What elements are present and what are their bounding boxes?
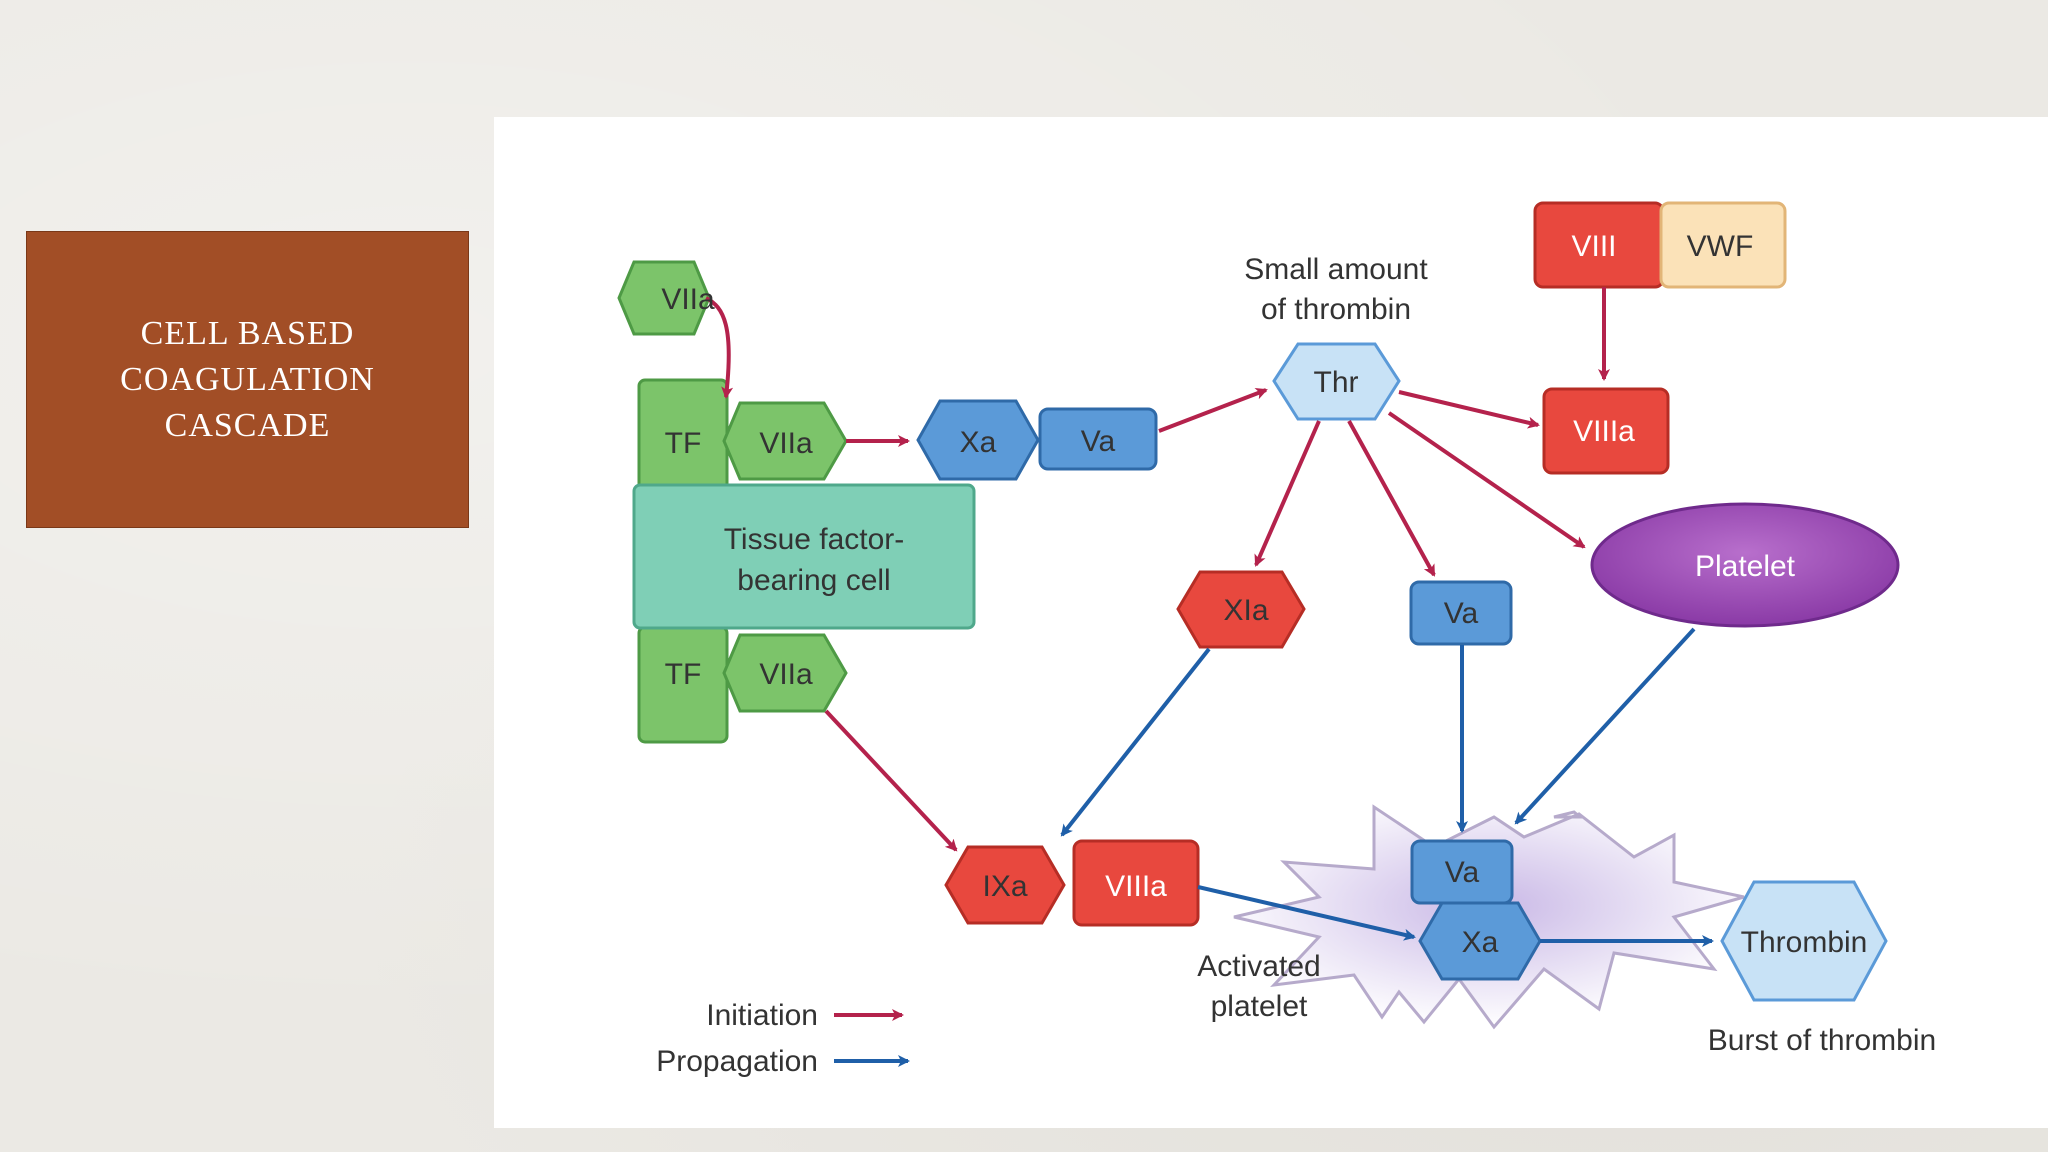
ixa-label: IXa: [982, 870, 1027, 903]
cell-label-line2: bearing cell: [737, 564, 890, 597]
arrow-thr-to-viiia: [1398, 390, 1540, 429]
coagulation-diagram: VIIa TF VIIa Xa Va Tissue factor- bearin…: [617, 201, 1936, 1078]
legend-propagation-label: Propagation: [656, 1045, 818, 1078]
arrow-viia-to-ixa: [824, 709, 958, 852]
arrow-viia-to-cell: [705, 296, 734, 399]
viiia-bottom-box: [1072, 839, 1200, 927]
viia-cell-top-label: VIIa: [759, 427, 813, 460]
slide-title: CELL BASED COAGULATION CASCADE: [120, 314, 375, 444]
thrombin-label: Thrombin: [1741, 926, 1868, 959]
activated-platelet-line1: Activated: [1197, 950, 1320, 983]
xa-top-label: Xa: [960, 426, 997, 459]
va-bottom-label: Va: [1445, 856, 1480, 889]
xa-top-hex: [916, 399, 1040, 481]
platelet-label: Platelet: [1695, 550, 1796, 583]
arrow-thr-to-xia: [1254, 420, 1321, 567]
tf-bottom-label: TF: [665, 658, 702, 691]
small-thrombin-line1: Small amount: [1244, 253, 1428, 286]
viia-top-label: VIIa: [661, 283, 715, 316]
xia-label: XIa: [1223, 594, 1268, 627]
diagram-panel: VIIa TF VIIa Xa Va Tissue factor- bearin…: [494, 117, 2048, 1128]
va-top-label: Va: [1081, 425, 1116, 458]
legend-initiation-label: Initiation: [706, 999, 818, 1032]
arrow-va-to-thr: [1158, 387, 1268, 433]
activated-platelet-spike: [1553, 810, 1585, 819]
arrow-xia-to-ixa: [1060, 647, 1211, 837]
viiia-top-label: VIIIa: [1573, 415, 1635, 448]
vwf-label: VWF: [1687, 230, 1754, 263]
ixa-hex: [944, 845, 1066, 925]
arrow-thr-to-va: [1347, 420, 1436, 577]
vwf-box: [1659, 201, 1787, 289]
title-box: CELL BASED COAGULATION CASCADE: [26, 231, 469, 528]
arrow-viiia-to-xa: [1197, 885, 1416, 941]
activated-platelet-line2: platelet: [1211, 990, 1308, 1023]
va-top-box: [1038, 407, 1158, 471]
small-thrombin-line2: of thrombin: [1261, 293, 1411, 326]
va-mid-label: Va: [1444, 597, 1479, 630]
viia-cell-bottom-label: VIIa: [759, 658, 813, 691]
xia-hex: [1176, 570, 1306, 649]
thr-hex: [1272, 342, 1401, 421]
tf-top-label: TF: [665, 427, 702, 460]
thr-label: Thr: [1314, 366, 1359, 399]
tissue-factor-cell: [632, 483, 976, 630]
viiia-bottom-label: VIIIa: [1105, 870, 1167, 903]
arrow-platelet-to-va: [1514, 627, 1696, 825]
viia-cell-bottom-hex: [722, 633, 848, 713]
xa-bottom-label: Xa: [1462, 926, 1499, 959]
arrow-thr-to-platelet: [1387, 411, 1586, 549]
burst-of-thrombin-label: Burst of thrombin: [1708, 1024, 1936, 1057]
thrombin-hex: [1720, 880, 1888, 1002]
viii-label: VIII: [1571, 230, 1616, 263]
cell-label-line1: Tissue factor-: [724, 523, 905, 556]
platelet-ellipse: [1590, 502, 1900, 628]
viiia-top-box: [1542, 387, 1670, 475]
va-mid-box: [1409, 580, 1513, 646]
